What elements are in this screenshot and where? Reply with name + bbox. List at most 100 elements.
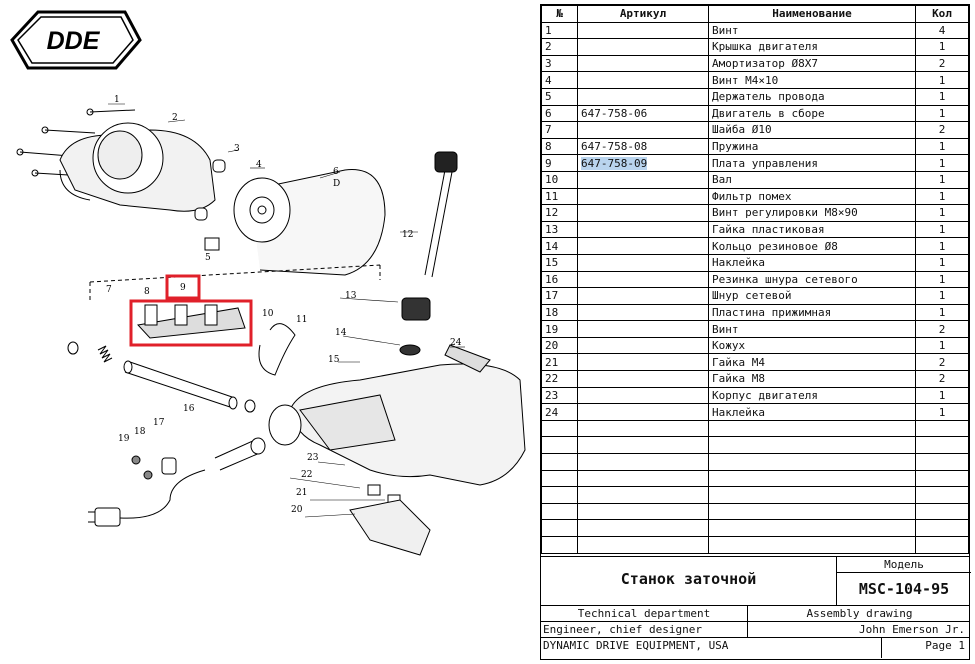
empty-cell: [541, 486, 578, 504]
empty-cell: [541, 436, 578, 455]
engineer-role: Engineer, chief designer: [543, 623, 702, 636]
row-number: 3: [541, 54, 578, 73]
row-name: Винт регулировки М8×90: [708, 204, 916, 222]
row-qty: 1: [915, 403, 969, 421]
row-number: 17: [541, 287, 578, 305]
row-qty: 1: [915, 287, 969, 305]
row-article: 647-758-09: [577, 154, 709, 172]
clamp-plate-part-18: [161, 457, 177, 475]
row-qty: 2: [915, 54, 969, 73]
callout-10: 10: [262, 309, 274, 319]
empty-cell: [915, 486, 969, 504]
empty-cell: [915, 453, 969, 471]
empty-cell: [541, 536, 578, 554]
title-row-engineer: Engineer, chief designer John Emerson Jr…: [541, 621, 969, 638]
row-article: [577, 320, 709, 338]
wire-holder-part-5: [204, 237, 220, 251]
selected-article-text[interactable]: 647-758-09: [581, 156, 648, 170]
row-article: [577, 237, 709, 255]
adjust-screw-part-12: [424, 151, 458, 278]
callout-22: 22: [301, 470, 312, 480]
exploded-assembly-drawing: DDE: [10, 10, 526, 556]
empty-cell: [708, 436, 916, 455]
title-row-department: Technical department Assembly drawing: [541, 605, 969, 622]
row-qty: 1: [915, 137, 969, 156]
row-qty: 1: [915, 104, 969, 123]
row-qty: 1: [915, 220, 969, 239]
callout-2: 2: [172, 113, 178, 123]
row-name: Пластина прижимная: [708, 303, 916, 322]
row-name: Кожух: [708, 336, 916, 355]
row-number: 22: [541, 370, 578, 388]
drawing-type: Assembly drawing: [747, 606, 971, 622]
callout-12: 12: [402, 230, 413, 240]
row-name: Плата управления: [708, 154, 916, 172]
screw-part-19b: [143, 470, 153, 480]
callout-9-highlight: [165, 274, 201, 300]
row-name: Пружина: [708, 137, 916, 156]
row-article: 647-758-08: [577, 137, 709, 156]
empty-table-row: [541, 502, 969, 521]
row-number: 14: [541, 237, 578, 255]
model-label: Модель: [884, 558, 924, 571]
empty-cell: [541, 419, 578, 438]
motor-part-6: [233, 169, 386, 276]
row-qty: 1: [915, 87, 969, 106]
row-name: Держатель провода: [708, 87, 916, 106]
dashed-group-outline: [89, 264, 381, 300]
empty-table-row: [541, 519, 969, 537]
row-number: 15: [541, 253, 578, 272]
row-number: 24: [541, 403, 578, 421]
callout-17: 17: [153, 418, 165, 428]
empty-cell: [577, 436, 709, 455]
row-number: 9: [541, 154, 578, 172]
header-qty: Кол: [915, 5, 969, 23]
empty-cell: [577, 419, 709, 438]
empty-cell: [708, 502, 916, 521]
model-number: MSC-104-95: [837, 572, 971, 606]
row-name: Шнур сетевой: [708, 287, 916, 305]
empty-cell: [915, 436, 969, 455]
empty-cell: [708, 419, 916, 438]
empty-table-row: [541, 536, 969, 554]
cord-grommet-part-16: [214, 437, 266, 471]
row-qty: 1: [915, 336, 969, 355]
product-name: Станок заточной: [620, 570, 757, 588]
empty-cell: [577, 453, 709, 471]
row-number: 5: [541, 87, 578, 106]
dde-logo: DDE: [10, 10, 142, 70]
guard-part-20: [349, 499, 431, 556]
empty-cell: [541, 469, 578, 488]
callout-9: 9: [180, 283, 186, 293]
rubber-ring-part-14: [399, 344, 421, 356]
power-cord-part-17: [88, 469, 206, 527]
empty-cell: [577, 469, 709, 488]
row-article: [577, 220, 709, 239]
callout-24: 24: [450, 338, 462, 348]
callout-7: 7: [106, 285, 112, 295]
leader-lines: [108, 103, 465, 518]
row-number: 11: [541, 187, 578, 206]
row-qty: 2: [915, 353, 969, 372]
empty-cell: [541, 502, 578, 521]
row-number: 19: [541, 320, 578, 338]
row-name: Гайка М8: [708, 370, 916, 388]
row-article: 647-758-06: [577, 104, 709, 123]
row-number: 4: [541, 71, 578, 89]
row-article: [577, 370, 709, 388]
row-name: Двигатель в сборе: [708, 104, 916, 123]
spring-part-8: [97, 345, 113, 363]
row-number: 18: [541, 303, 578, 322]
row-name: Винт: [708, 21, 916, 40]
row-name: Шайба Ø10: [708, 121, 916, 139]
motor-housing-part-23: [268, 344, 526, 486]
callout-13: 13: [345, 291, 357, 301]
